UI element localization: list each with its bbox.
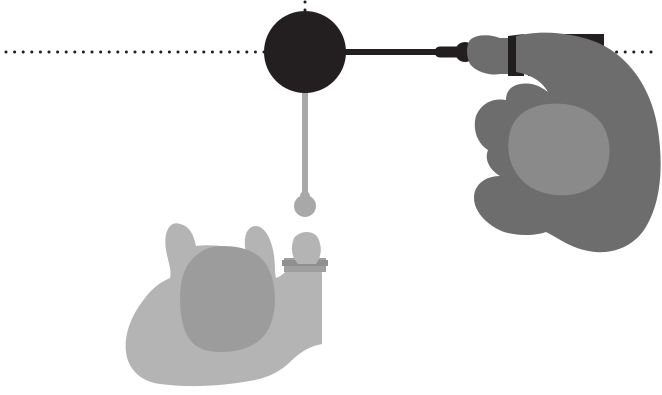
- light-gray-person: [126, 223, 328, 386]
- light-person-fist: [292, 232, 321, 264]
- central-ball: [264, 11, 346, 93]
- dark-gray-person: [467, 33, 661, 253]
- dark-person-arm: [467, 35, 512, 74]
- dark-person-head: [508, 104, 609, 196]
- light-cable-grip: [294, 195, 316, 217]
- light-person-head: [180, 246, 275, 352]
